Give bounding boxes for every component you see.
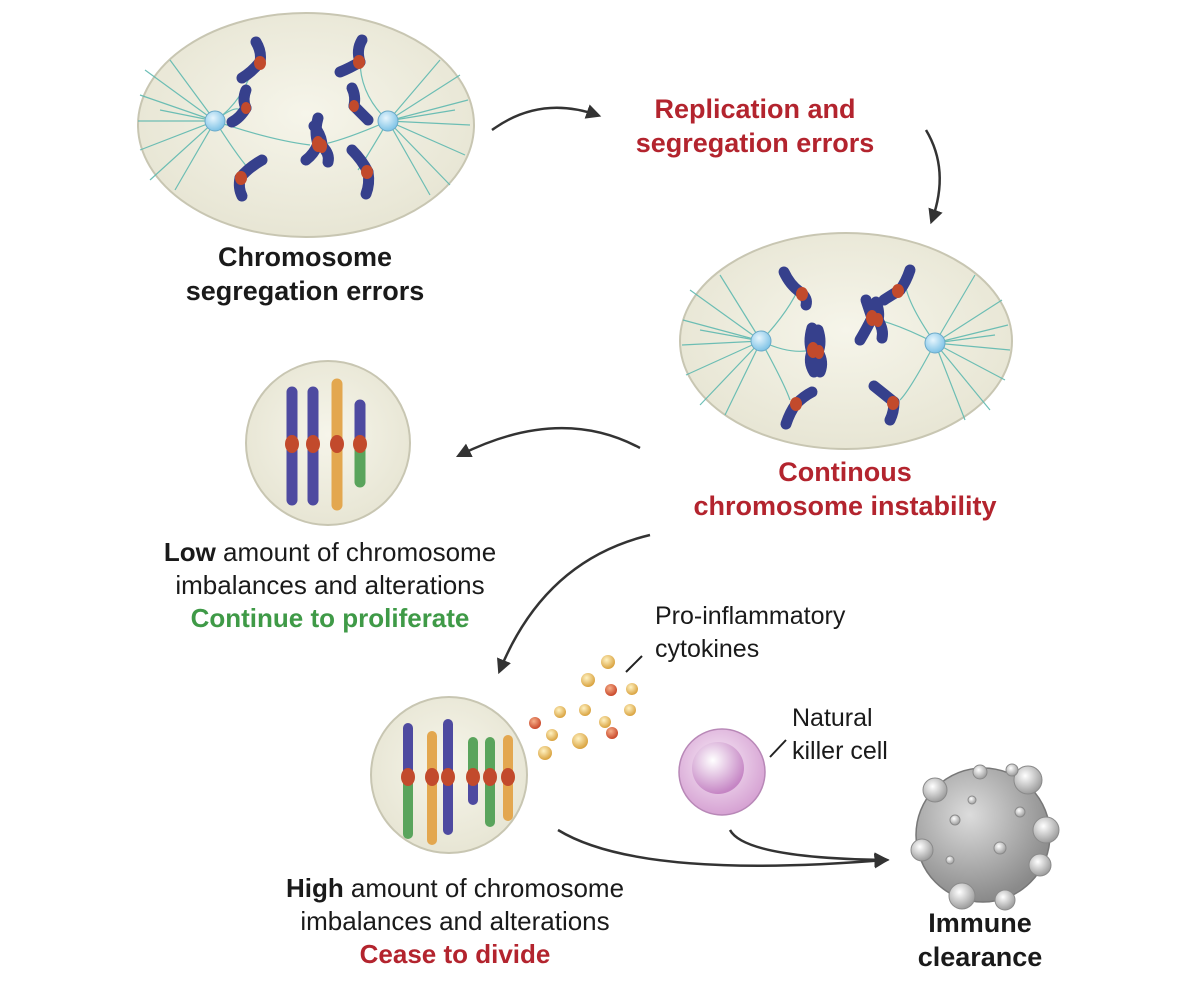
high-line1-rest: amount of chromosome <box>343 873 625 903</box>
nk-cell-line2: killer cell <box>792 737 888 766</box>
cytokines-label: Pro-inflammatory cytokines <box>655 600 845 667</box>
high-bold-word: High <box>285 873 344 903</box>
low-aneuploidy-label: Low amount of chromosome imbalances and … <box>120 536 540 635</box>
replication-errors-line2: segregation errors <box>635 128 875 159</box>
high-outcome: Cease to divide <box>359 939 551 970</box>
high-aneuploidy-label: High amount of chromosome imbalances and… <box>235 872 675 971</box>
immune-clearance-label: Immune clearance <box>880 906 1080 975</box>
low-line2: imbalances and alterations <box>175 570 485 601</box>
high-line2: imbalances and alterations <box>300 906 610 937</box>
low-outcome: Continue to proliferate <box>190 603 470 634</box>
clearance-line2: clearance <box>917 942 1043 973</box>
segregation-errors-label: Chromosome segregation errors <box>150 240 460 309</box>
natural-killer-cell-icon <box>678 728 787 816</box>
low-line1-rest: amount of chromosome <box>215 537 497 567</box>
curved-arrow-icon <box>455 104 943 869</box>
low-bold-word: Low <box>163 537 216 567</box>
clearance-line1: Immune <box>928 908 1032 938</box>
instability-line1: Continous <box>778 457 912 487</box>
dividing-cell-icon <box>137 12 475 238</box>
nk-cell-line1: Natural <box>792 704 873 732</box>
replication-errors-label: Replication and segregation errors <box>605 92 905 161</box>
cytokine-particles-icon <box>529 655 643 760</box>
instability-label: Continous chromosome instability <box>655 455 1035 524</box>
cytokines-line2: cytokines <box>655 635 760 664</box>
tumor-cell-icon <box>910 763 1060 911</box>
segregation-errors-line2: segregation errors <box>185 276 425 307</box>
nk-cell-label: Natural killer cell <box>792 702 888 769</box>
replication-errors-line1: Replication and <box>654 94 856 124</box>
cytokines-line1: Pro-inflammatory <box>655 602 846 630</box>
segregation-errors-line1: Chromosome <box>217 242 393 272</box>
instability-line2: chromosome instability <box>693 491 997 522</box>
high-aneuploidy-cell-icon <box>370 696 528 854</box>
dividing-cell-icon <box>679 232 1013 450</box>
low-aneuploidy-cell-icon <box>245 360 411 526</box>
